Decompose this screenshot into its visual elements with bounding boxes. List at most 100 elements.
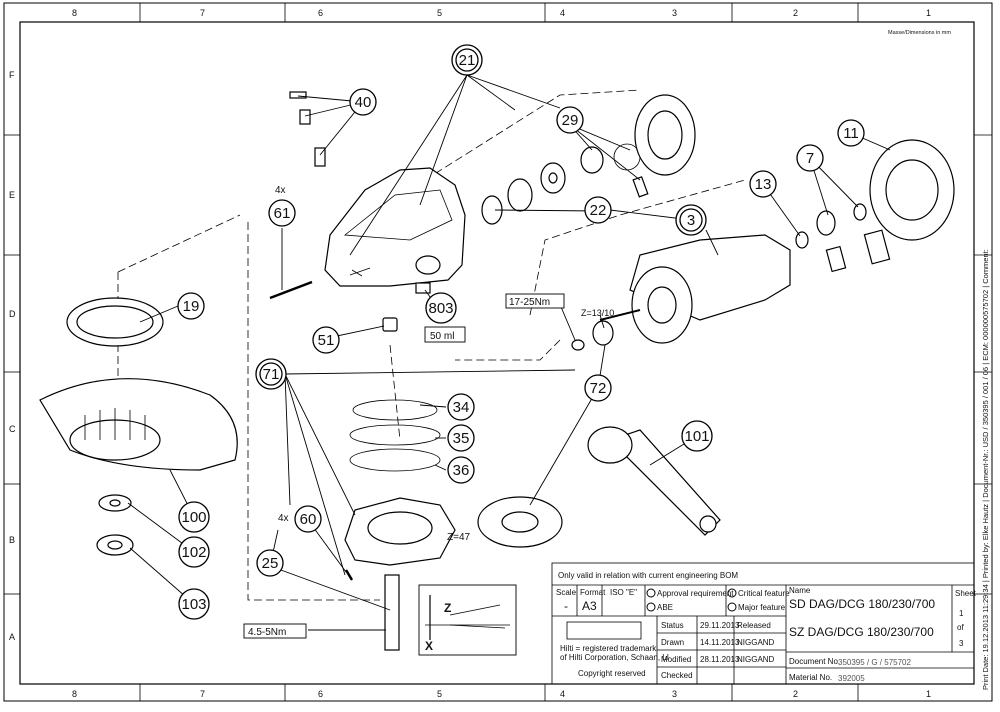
torque-lower: 4.5-5Nm (248, 627, 286, 638)
balloon-103: 103 (178, 588, 210, 620)
gear-teeth-large: Z=47 (447, 532, 471, 543)
row-label-b: B (9, 535, 15, 545)
svg-text:22: 22 (590, 202, 607, 219)
balloon-60: 60 (294, 505, 322, 533)
svg-text:60: 60 (300, 511, 317, 528)
col-label-4: 4 (560, 8, 565, 18)
hilti-logo (566, 621, 642, 640)
col-label-1-bottom: 1 (926, 689, 931, 699)
row-label-c: C (9, 424, 16, 434)
abe-label: ABE (657, 603, 673, 612)
row-label-f: F (9, 70, 15, 80)
iso-label: ISO "E" (610, 588, 637, 597)
balloon-61: 61 (268, 199, 296, 227)
col-label-6: 6 (318, 8, 323, 18)
drawn-label: Drawn (661, 638, 684, 647)
format-value: A3 (582, 599, 597, 613)
trademark-line-1: Hilti = registered trademark (560, 644, 657, 653)
sheet-total: 3 (959, 639, 964, 648)
balloon-72: 72 (584, 374, 612, 402)
scale-label: Scale (556, 588, 577, 597)
balloon-100: 100 (178, 501, 210, 533)
svg-text:34: 34 (453, 399, 470, 416)
svg-text:103: 103 (181, 596, 206, 613)
svg-text:71: 71 (263, 366, 280, 383)
checked-label: Checked (661, 671, 693, 680)
sheet-number: 1 (959, 609, 964, 618)
svg-text:25: 25 (262, 555, 279, 572)
svg-text:13: 13 (755, 176, 772, 193)
balloon-11: 11 (837, 119, 865, 147)
quantity-61: 4x (275, 185, 286, 196)
copyright: Copyright reserved (578, 669, 646, 678)
svg-text:803: 803 (428, 300, 453, 317)
side-handle (608, 429, 721, 536)
balloon-101: 101 (681, 420, 713, 452)
svg-text:40: 40 (355, 94, 372, 111)
balloon-21: 21 (451, 44, 483, 76)
brand-logo-text: HILTI (594, 628, 613, 637)
row-label-d: D (9, 309, 16, 319)
balloon-22: 22 (584, 196, 612, 224)
balloon-7: 7 (796, 144, 824, 172)
engineering-note: Only valid in relation with current engi… (558, 571, 738, 580)
col-label-8-bottom: 8 (72, 689, 77, 699)
svg-text:102: 102 (181, 544, 206, 561)
print-info-strip: Print Date: 19.12.2013 11:29:34 | Printe… (981, 249, 990, 690)
status-label: Status (661, 621, 684, 630)
row-label-a: A (9, 632, 15, 642)
col-label-2-bottom: 2 (793, 689, 798, 699)
grease-volume: 50 ml (430, 331, 454, 342)
material-number: 392005 (838, 674, 865, 683)
drawn-by: NIGGAND (737, 638, 775, 647)
col-label-7-bottom: 7 (200, 689, 205, 699)
balloon-29: 29 (556, 106, 584, 134)
svg-text:19: 19 (183, 298, 200, 315)
svg-text:21: 21 (459, 52, 476, 69)
balloon-40: 40 (349, 88, 377, 116)
title-block: Only valid in relation with current engi… (551, 562, 977, 685)
balloon-71: 71 (255, 358, 287, 390)
svg-text:35: 35 (453, 430, 470, 447)
col-label-3-bottom: 3 (672, 689, 677, 699)
part-name-sz: SZ DAG/DCG 180/230/700 (789, 625, 934, 639)
drawing-frame: 8 7 6 5 4 3 2 1 8 7 6 5 4 3 2 1 F E D C … (3, 2, 993, 702)
svg-text:61: 61 (274, 205, 291, 222)
modified-by: NIGGAND (737, 655, 775, 664)
status-date: 29.11.2013 (700, 621, 740, 630)
annotations: 4x 4x 17-25Nm 4.5-5Nm Z=13/10 Z=47 50 ml… (243, 185, 614, 653)
material-number-label: Material No. (789, 673, 832, 682)
col-label-4-bottom: 4 (560, 689, 565, 699)
balloon-25: 25 (256, 549, 284, 577)
modified-date: 28.11.2013 (700, 655, 740, 664)
name-label: Name (789, 586, 811, 595)
modified-label: Modified (661, 655, 691, 664)
detail-label-z: Z (444, 601, 451, 615)
scale-value: - (564, 599, 568, 613)
balloon-35: 35 (447, 424, 475, 452)
svg-text:3: 3 (687, 212, 695, 229)
col-label-8: 8 (72, 8, 77, 18)
svg-text:36: 36 (453, 462, 470, 479)
sheet-label: Sheet (955, 589, 977, 598)
col-label-5-bottom: 5 (437, 689, 442, 699)
document-number: 350395 / G / 575702 (838, 658, 912, 667)
part-name-sd: SD DAG/DCG 180/230/700 (789, 597, 935, 611)
balloon-51: 51 (312, 326, 340, 354)
torque-upper: 17-25Nm (509, 297, 550, 308)
col-label-7: 7 (200, 8, 205, 18)
status-value: Released (737, 621, 771, 630)
svg-text:72: 72 (590, 380, 607, 397)
svg-text:29: 29 (562, 112, 579, 129)
part-balloons: 21 40 29 61 22 3 13 7 11 19 51 803 71 72… (177, 44, 865, 620)
balloon-19: 19 (177, 292, 205, 320)
svg-text:51: 51 (318, 332, 335, 349)
document-number-label: Document No. (789, 657, 840, 666)
balloon-3: 3 (675, 204, 707, 236)
col-label-1: 1 (926, 8, 931, 18)
parts (39, 91, 955, 656)
format-label: Format (580, 588, 606, 597)
col-label-5: 5 (437, 8, 442, 18)
